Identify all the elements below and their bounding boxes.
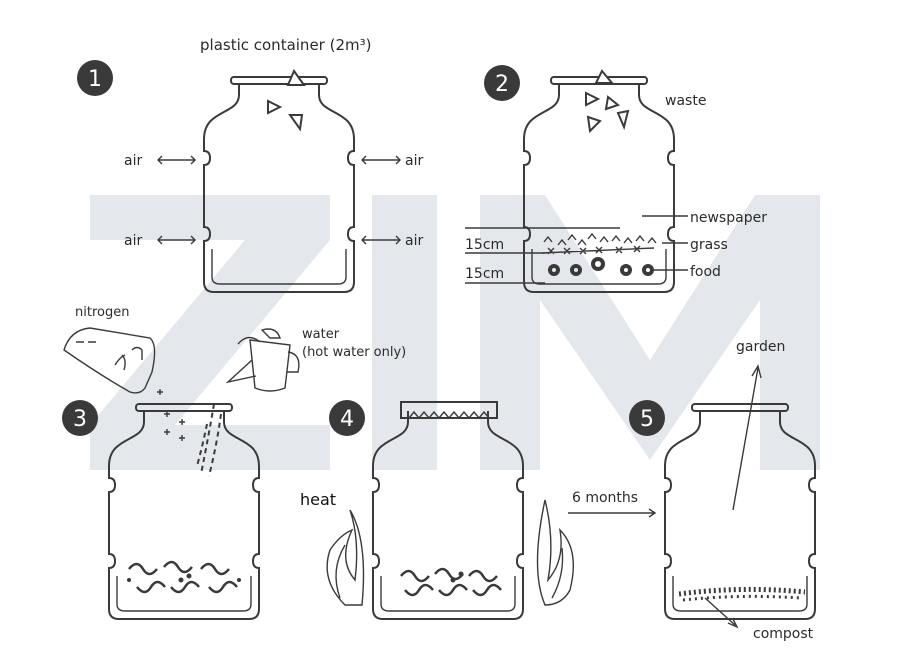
flame-right-icon xyxy=(536,499,575,606)
water-note-label: (hot water only) xyxy=(302,345,406,360)
jar-step-3 xyxy=(108,389,260,620)
svg-text:3: 3 xyxy=(73,407,87,432)
air-label: air xyxy=(124,153,142,169)
air-arrows xyxy=(157,155,401,245)
step-2-badge: 2 xyxy=(484,65,520,101)
heat-label: heat xyxy=(300,490,336,509)
layer-height-label: 15cm xyxy=(465,266,504,282)
diagram-title: plastic container (2m³) xyxy=(200,36,371,54)
garden-arrow xyxy=(732,364,762,511)
layer-height-label: 15cm xyxy=(465,237,504,253)
watermark-logo xyxy=(90,195,820,470)
garden-label: garden xyxy=(736,339,785,355)
flame-left-icon xyxy=(326,509,365,606)
step-4-badge: 4 xyxy=(329,400,365,436)
svg-text:5: 5 xyxy=(640,407,654,432)
kettle-icon xyxy=(225,328,300,392)
compost-arrow xyxy=(704,597,739,629)
air-label: air xyxy=(405,153,423,169)
food-label: food xyxy=(690,264,721,280)
jar-step-1 xyxy=(203,68,355,293)
newspaper-label: newspaper xyxy=(690,210,767,226)
svg-text:2: 2 xyxy=(495,72,509,97)
air-label: air xyxy=(124,233,142,249)
nitrogen-bag-icon xyxy=(63,327,156,394)
waste-label: waste xyxy=(665,93,706,109)
svg-text:4: 4 xyxy=(340,407,354,432)
duration-label: 6 months xyxy=(572,490,638,506)
compost-label: compost xyxy=(753,626,814,642)
six-months-arrow xyxy=(568,508,657,518)
step-1-badge: 1 xyxy=(77,60,113,96)
step-5-badge: 5 xyxy=(629,400,665,436)
nitrogen-label: nitrogen xyxy=(75,305,129,320)
jar-step-2 xyxy=(523,69,675,293)
air-label: air xyxy=(405,233,423,249)
water-label: water xyxy=(302,327,340,342)
grass-label: grass xyxy=(690,237,728,253)
jar-step-4 xyxy=(372,401,524,620)
layer-lines xyxy=(465,215,688,284)
jar-step-5 xyxy=(664,403,816,620)
svg-text:1: 1 xyxy=(88,67,102,92)
step-3-badge: 3 xyxy=(62,400,98,436)
